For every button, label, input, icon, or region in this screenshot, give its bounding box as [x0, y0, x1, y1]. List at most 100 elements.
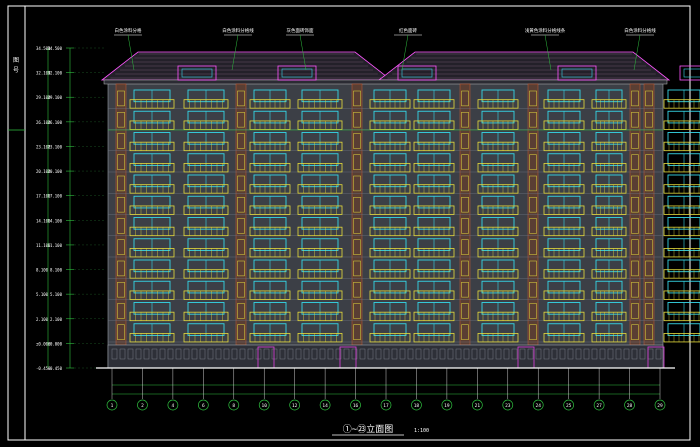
plinth-stone	[175, 348, 182, 360]
narrow-window	[117, 133, 125, 149]
narrow-window	[117, 260, 125, 277]
plinth-stone	[279, 348, 286, 360]
narrow-window	[631, 303, 639, 319]
narrow-window	[529, 324, 537, 340]
callout-label: 白色涂料分格线	[222, 27, 254, 34]
narrow-window	[117, 303, 125, 319]
axis-bubble	[319, 399, 331, 411]
plinth-stone	[303, 348, 310, 360]
attic-dormer	[277, 65, 317, 81]
plinth-stone	[447, 348, 454, 360]
plinth-stone	[511, 348, 518, 360]
axis-bubble	[167, 399, 179, 411]
plinth-stone	[591, 348, 598, 360]
callout-label: 白色涂料分格	[115, 27, 142, 34]
drawing-scale: 1:100	[414, 428, 429, 434]
elevation-label: 34.500	[48, 46, 63, 51]
attic-dormer	[177, 65, 217, 81]
narrow-window	[461, 282, 469, 298]
axis-label: 23	[505, 403, 511, 409]
plinth-stone	[215, 348, 222, 360]
plinth-stone	[343, 348, 350, 360]
plinth-stone	[111, 348, 118, 360]
narrow-window	[645, 303, 653, 319]
narrow-window	[353, 324, 361, 340]
axis-label: 4	[172, 403, 175, 409]
narrow-window	[117, 154, 125, 170]
title-block-label-a: 图	[13, 57, 19, 64]
plinth-stone	[543, 348, 550, 360]
plinth-stone	[631, 348, 638, 360]
plinth-stone	[575, 348, 582, 360]
plinth-stone	[551, 348, 558, 360]
narrow-window	[353, 133, 361, 149]
balcony-railing	[663, 205, 700, 215]
plinth-stone	[415, 348, 422, 360]
narrow-window	[631, 239, 639, 255]
callout-leader	[633, 34, 641, 71]
elevation-label-left: 32.100	[36, 71, 51, 76]
plinth-stone	[135, 348, 142, 360]
plinth-stone	[607, 348, 614, 360]
narrow-window	[529, 239, 537, 255]
plinth-stone	[143, 348, 150, 360]
narrow-window	[353, 197, 361, 213]
plinth-stone	[503, 348, 510, 360]
plinth-stone	[559, 348, 566, 360]
elevation-label: -0.450	[48, 366, 63, 371]
plinth-stone	[335, 348, 342, 360]
plinth-stone	[383, 348, 390, 360]
dormer-window	[401, 68, 433, 78]
axis-bubble	[471, 399, 483, 411]
axis-label: 6	[202, 403, 205, 409]
plinth-stone	[583, 348, 590, 360]
axis-label: 21	[475, 403, 481, 409]
callout-leader	[401, 34, 409, 71]
axis-label: 1	[111, 403, 114, 409]
narrow-window	[461, 133, 469, 149]
narrow-window	[237, 239, 245, 255]
dormer-window	[181, 68, 213, 78]
elevation-label-left: 29.100	[36, 95, 51, 100]
eave-band	[103, 79, 668, 85]
elevation-label: 11.100	[48, 243, 63, 248]
plinth-stone	[231, 348, 238, 360]
narrow-window	[353, 282, 361, 298]
elevation-label-left: 20.100	[36, 169, 51, 174]
axis-label: 28	[627, 403, 633, 409]
narrow-window	[237, 303, 245, 319]
axis-label: 17	[383, 403, 389, 409]
narrow-window	[631, 112, 639, 128]
narrow-window	[645, 175, 653, 192]
material-callouts: 白色涂料分格白色涂料分格线灰色面砖饰面红色面砖浅黄色涂料分格线条白色涂料分格线	[114, 27, 656, 71]
narrow-window	[461, 260, 469, 277]
narrow-window	[529, 133, 537, 149]
plinth-stone	[367, 348, 374, 360]
plinth-stone	[151, 348, 158, 360]
narrow-window	[461, 175, 469, 192]
callout-leader	[299, 34, 307, 71]
narrow-window	[237, 260, 245, 277]
narrow-window	[237, 90, 245, 107]
elevation-label: 32.100	[48, 71, 63, 76]
plinth-stone	[615, 348, 622, 360]
narrow-window	[117, 282, 125, 298]
narrow-window	[461, 154, 469, 170]
narrow-window	[645, 133, 653, 149]
plinth-stone	[159, 348, 166, 360]
axis-label: 25	[566, 403, 572, 409]
building-facade	[96, 51, 700, 369]
plinth-stone	[351, 348, 358, 360]
callout-leader	[231, 34, 239, 71]
elevation-label: 5.100	[50, 292, 63, 297]
dormer-window	[561, 68, 593, 78]
axis-bubble	[624, 399, 635, 411]
narrow-window	[461, 239, 469, 255]
plinth-stone	[391, 348, 398, 360]
balcony-railing	[663, 99, 700, 109]
narrow-window	[117, 197, 125, 213]
narrow-window	[631, 218, 639, 234]
attic-dormer	[397, 65, 437, 81]
plinth-stone	[191, 348, 198, 360]
